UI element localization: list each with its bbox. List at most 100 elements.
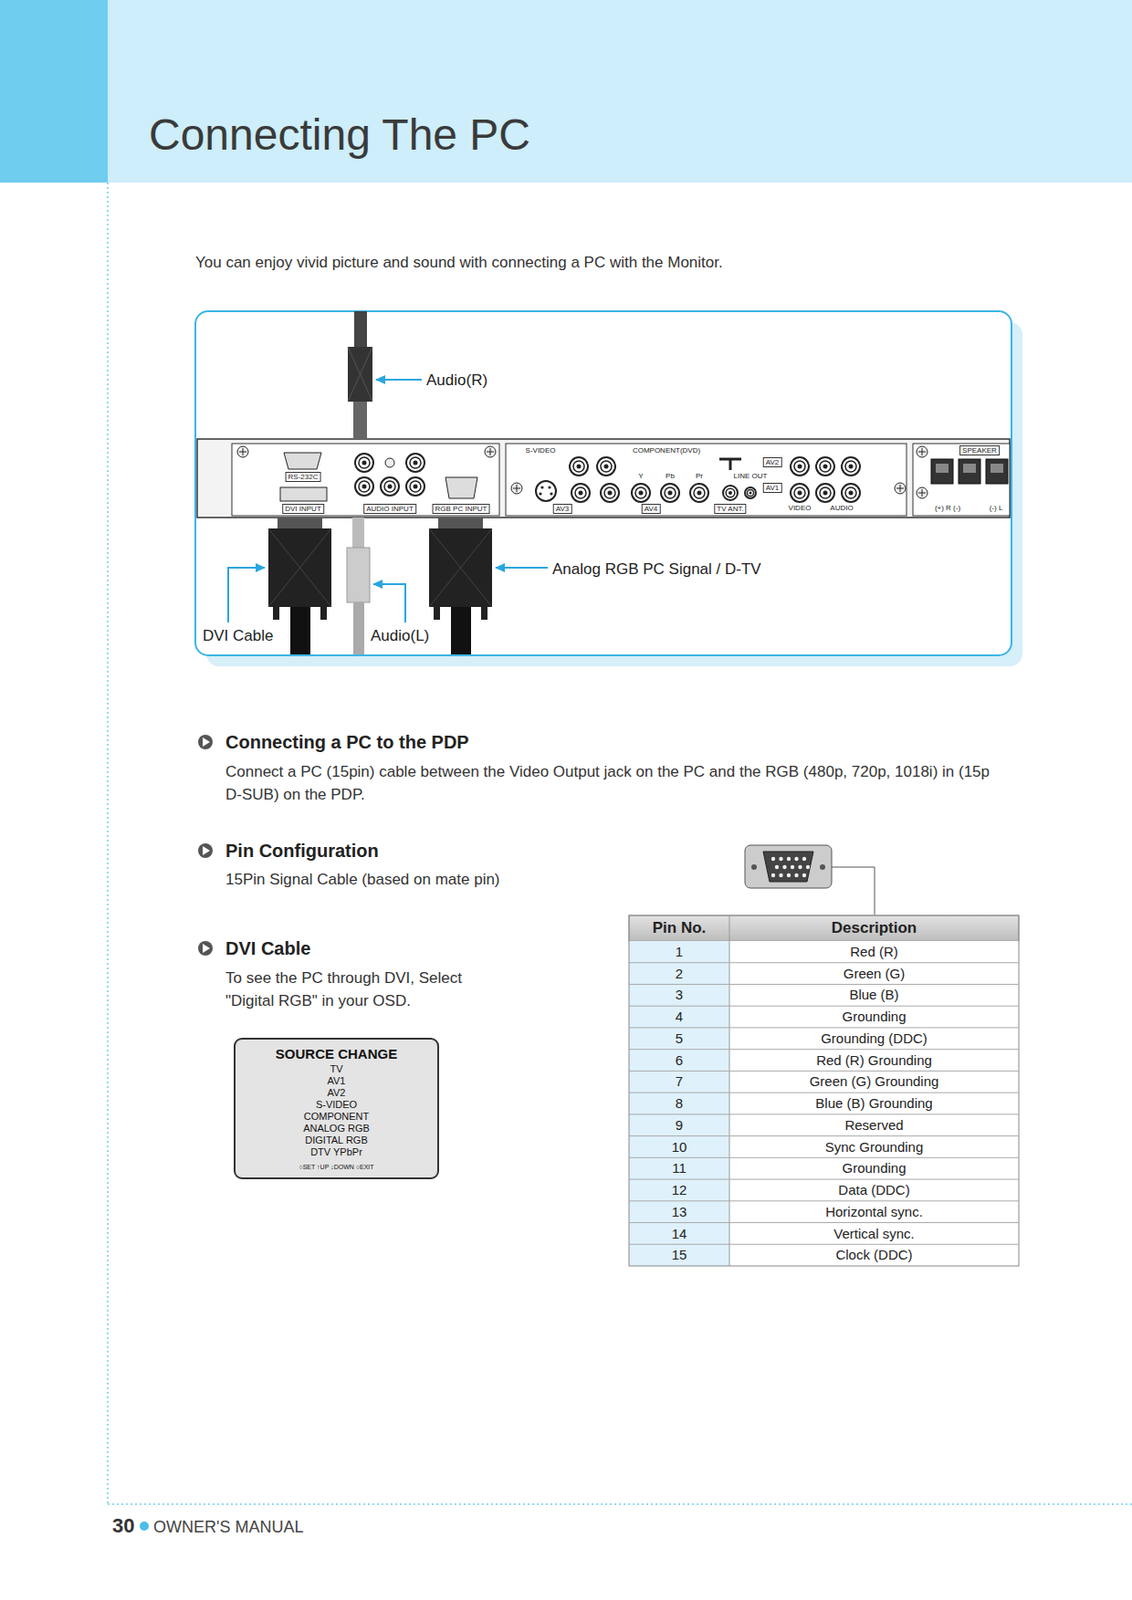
menu-hint: ○SET ↑UP ↓DOWN ○EXIT — [241, 1161, 432, 1174]
callout-label: Audio(R) — [426, 370, 488, 390]
pin-description: Reserved — [729, 1114, 1019, 1137]
audio-l-plug — [346, 517, 370, 655]
pin-number: 1 — [628, 941, 730, 964]
port-label: AV4 — [641, 503, 661, 514]
section-heading: Connecting a PC to the PDP — [225, 731, 470, 755]
pin-description: Horizontal sync. — [729, 1201, 1019, 1224]
callout-label: Analog RGB PC Signal / D-TV — [552, 559, 762, 579]
dvi-connector — [268, 517, 332, 655]
port-label: LINE OUT — [733, 471, 768, 481]
pin-table-grid — [628, 915, 1019, 1267]
bullet-icon — [198, 843, 213, 859]
pin-description: Grounding — [729, 1006, 1019, 1028]
port-label: COMPONENT(DVD) — [632, 446, 701, 455]
port-label: DVI INPUT — [282, 503, 325, 514]
callout-label: Audio(L) — [370, 626, 430, 646]
port-label: RGB PC INPUT — [432, 503, 491, 514]
menu-item: DTV YPbPr — [241, 1146, 432, 1159]
port-label: AUDIO — [829, 503, 853, 513]
rear-panel — [197, 439, 1010, 518]
page-number: 30 — [112, 1513, 135, 1540]
page-title: Connecting The PC — [148, 107, 531, 163]
pin-number: 12 — [628, 1179, 730, 1202]
osd-menu-box: SOURCE CHANGETVAV1AV2S-VIDEOCOMPONENTANA… — [233, 1037, 440, 1180]
audio-r-plug — [347, 311, 373, 440]
table-header: Pin No. — [628, 915, 730, 942]
pin-number: 11 — [628, 1157, 730, 1180]
section-heading: DVI Cable — [225, 937, 311, 961]
pin-number: 15 — [628, 1244, 730, 1267]
port-label: AV3 — [553, 503, 573, 514]
pin-number: 5 — [628, 1027, 730, 1050]
menu-title: SOURCE CHANGE — [241, 1045, 432, 1064]
pin-description: Green (G) — [729, 963, 1019, 986]
menu-item: ANALOG RGB — [241, 1122, 432, 1135]
leader-arrow — [228, 567, 265, 623]
terminal-label: (-) L — [989, 503, 1004, 513]
pin-number: 8 — [628, 1092, 730, 1115]
section-heading: Pin Configuration — [225, 839, 379, 863]
section-body: 15Pin Signal Cable (based on mate pin) — [225, 869, 501, 890]
port-label: VIDEO — [788, 503, 812, 513]
bullet-icon — [198, 941, 213, 956]
leader-arrow — [373, 584, 406, 623]
menu-item: AV1 — [241, 1075, 432, 1088]
rgb-connector — [429, 517, 493, 655]
margin-line — [106, 182, 109, 1505]
diagram-frame — [195, 311, 1012, 656]
footer-text: OWNER'S MANUAL — [153, 1517, 304, 1539]
port-label: TV ANT. — [713, 503, 746, 514]
pin-description: Blue (B) — [729, 984, 1019, 1007]
port-label: SPEAKER — [959, 445, 1000, 456]
pin-description: Grounding — [729, 1157, 1019, 1180]
section-body: Connect a PC (15pin) cable between the V… — [225, 760, 1002, 807]
pin-description: Grounding (DDC) — [729, 1027, 1019, 1050]
menu-item: COMPONENT — [241, 1111, 432, 1123]
menu-item: TV — [241, 1063, 432, 1076]
pin-number: 10 — [628, 1136, 730, 1159]
pin-description: Clock (DDC) — [729, 1244, 1019, 1267]
pin-number: 3 — [628, 984, 730, 1007]
pin-number: 13 — [628, 1201, 730, 1224]
port-label: RS-232C — [285, 471, 322, 483]
pin-number: 6 — [628, 1049, 730, 1072]
menu-item: S-VIDEO — [241, 1099, 432, 1112]
terminal-label: (+) R (-) — [934, 503, 961, 513]
table-header: Description — [729, 915, 1019, 942]
pin-number: 14 — [628, 1223, 730, 1246]
pin-description: Vertical sync. — [729, 1223, 1019, 1246]
jack-label: Y — [638, 471, 643, 481]
intro-text: You can enjoy vivid picture and sound wi… — [195, 252, 724, 273]
footer-dot — [139, 1521, 149, 1531]
pin-number: 7 — [628, 1070, 730, 1093]
pin-number: 9 — [628, 1114, 730, 1137]
port-label: AV1 — [763, 482, 783, 493]
bullet-icon — [198, 734, 213, 750]
section-body: To see the PC through DVI, Select "Digit… — [225, 966, 491, 1013]
port-label: S-VIDEO — [525, 446, 556, 455]
menu-item: AV2 — [241, 1087, 432, 1100]
leader-arrow — [376, 378, 422, 381]
header-band — [107, 0, 1132, 183]
pin-description: Sync Grounding — [729, 1136, 1019, 1159]
pin-description: Blue (B) Grounding — [729, 1092, 1019, 1115]
pin-description: Red (R) — [729, 941, 1019, 964]
port-label: AV2 — [763, 457, 783, 468]
dsub-icon — [744, 845, 832, 889]
pin-number: 2 — [628, 963, 730, 986]
leader-line — [831, 867, 875, 915]
jack-label: Pb — [665, 471, 675, 481]
port-label: AUDIO INPUT — [363, 503, 417, 514]
menu-item: DIGITAL RGB — [241, 1134, 432, 1147]
pin-description: Red (R) Grounding — [729, 1049, 1019, 1072]
pin-description: Green (G) Grounding — [729, 1070, 1019, 1093]
header-block — [0, 0, 108, 183]
jack-label: Pr — [695, 471, 703, 481]
pin-number: 4 — [628, 1006, 730, 1028]
pin-description: Data (DDC) — [729, 1179, 1019, 1202]
leader-arrow — [495, 566, 548, 569]
callout-label: DVI Cable — [202, 626, 273, 646]
